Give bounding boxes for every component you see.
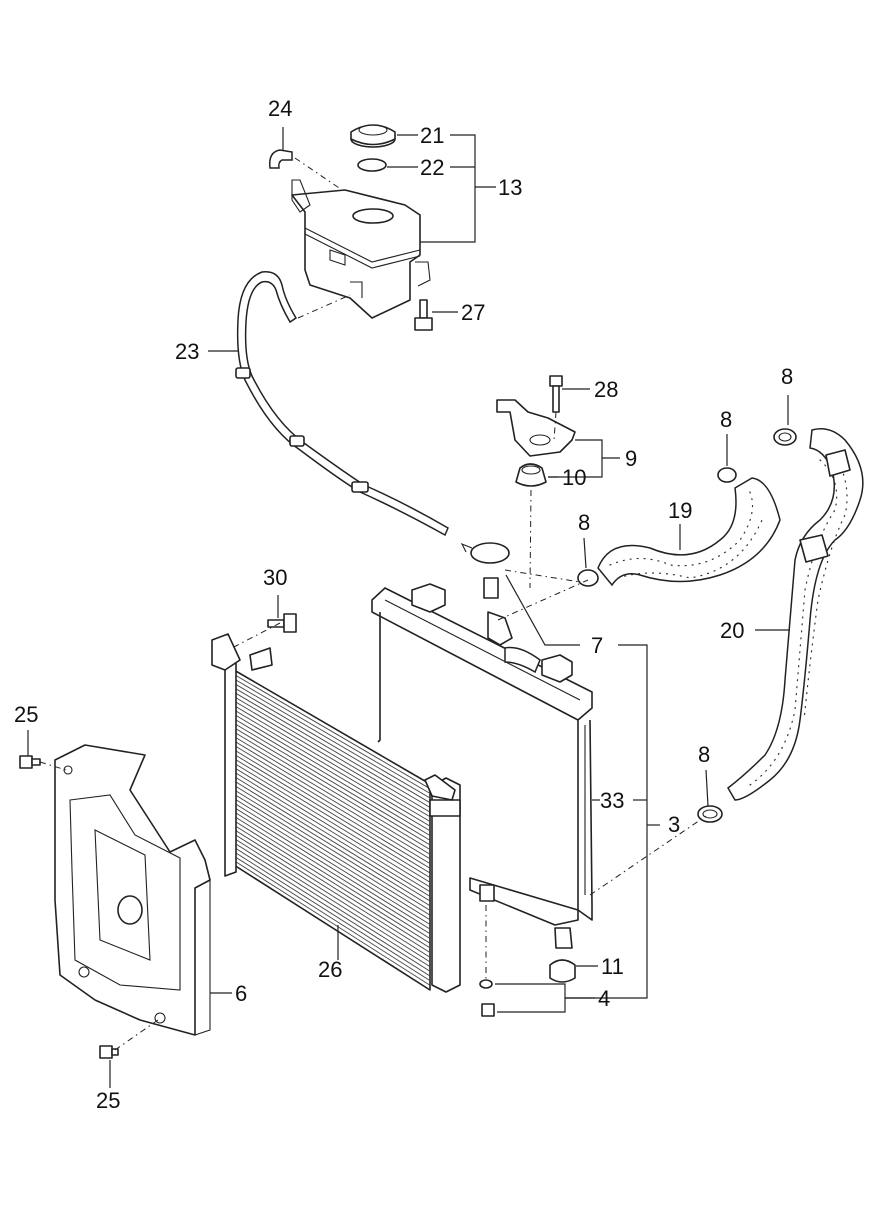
callout-25-upper: 25	[14, 702, 38, 727]
condenser-fin	[233, 749, 431, 869]
condenser-fin	[233, 767, 431, 888]
callout-26: 26	[318, 957, 342, 982]
radiator	[371, 583, 593, 949]
callout-6: 6	[235, 981, 247, 1006]
condenser-fin	[233, 793, 431, 916]
callout-28: 28	[594, 377, 618, 402]
drain-plug	[479, 979, 495, 1017]
callout-30: 30	[263, 565, 287, 590]
air-guard-bolt-upper	[19, 755, 41, 769]
condenser-fin	[233, 718, 431, 836]
condenser-fin	[233, 815, 431, 939]
callout-33: 33	[600, 788, 624, 813]
condenser-fin	[233, 829, 431, 953]
callout-13: 13	[498, 175, 522, 200]
condenser-fin	[233, 833, 431, 958]
condenser-fin	[233, 762, 431, 883]
condenser-fin	[233, 784, 431, 907]
overflow-hose	[235, 271, 449, 537]
condenser-fin	[233, 691, 431, 808]
coolant-reservoir-tank	[291, 179, 431, 319]
condenser-fin	[233, 709, 431, 827]
callout-20: 20	[720, 618, 744, 643]
condenser-fin	[233, 753, 431, 874]
callout-11: 11	[601, 954, 624, 979]
callout-27: 27	[461, 300, 485, 325]
radiator-cap	[460, 542, 510, 599]
callout-23: 23	[175, 339, 199, 364]
upper-insulator	[515, 463, 547, 487]
callout-8-lower: 8	[698, 742, 710, 767]
radiator-mounting-bracket	[496, 399, 576, 457]
callout-7: 7	[591, 633, 603, 658]
condenser-fin	[233, 674, 431, 790]
condenser-fin	[233, 731, 431, 850]
condenser-fin	[233, 736, 431, 855]
condenser-fin	[233, 682, 431, 799]
condenser-fin	[233, 700, 431, 818]
condenser-bolt	[267, 613, 297, 633]
hose-clamp-b	[717, 467, 737, 483]
condenser-fin	[233, 727, 431, 846]
air-guard-panel	[54, 744, 211, 1036]
hose-clamp-d	[697, 805, 723, 823]
callout-10: 10	[562, 465, 586, 490]
condenser-fin	[233, 860, 431, 986]
condenser-fin	[233, 678, 431, 794]
condenser-fin	[233, 713, 431, 832]
callout-8-upper-right: 8	[781, 364, 793, 389]
hose-clamp-a	[773, 428, 797, 446]
condenser-fin	[233, 846, 431, 972]
condenser-fin	[233, 744, 431, 864]
callout-21: 21	[420, 123, 444, 148]
callout-leaders	[27, 127, 790, 1088]
upper-radiator-hose	[597, 477, 781, 587]
callout-24: 24	[268, 96, 292, 121]
condenser-fin	[233, 696, 431, 813]
condenser-fin	[233, 776, 431, 897]
condenser-fin	[233, 798, 431, 921]
callout-3: 3	[668, 812, 680, 837]
condenser	[211, 633, 461, 993]
reservoir-vent-hose	[268, 149, 293, 169]
reservoir-bolt	[414, 299, 433, 331]
callout-labels: 24 21 22 13 27 23 28 9 10 8 8 8 19 20 30…	[14, 96, 793, 1113]
condenser-fin	[233, 851, 431, 977]
condenser-fin	[233, 802, 431, 925]
callout-4: 4	[598, 986, 610, 1011]
callout-22: 22	[420, 155, 444, 180]
callout-25-lower: 25	[96, 1088, 120, 1113]
callout-9: 9	[625, 446, 637, 471]
condenser-fin	[233, 687, 431, 804]
reservoir-cap-seal	[357, 158, 387, 172]
condenser-fin	[233, 705, 431, 822]
callout-19: 19	[668, 498, 692, 523]
callout-8-upper-hose-start: 8	[578, 510, 590, 535]
condenser-fin	[233, 811, 431, 935]
condenser-fin	[233, 740, 431, 860]
condenser-fin	[233, 824, 431, 949]
callout-8-upper-hose-end: 8	[720, 407, 732, 432]
condenser-fin	[233, 789, 431, 911]
condenser-fin	[233, 780, 431, 902]
condenser-fin	[233, 855, 431, 981]
bracket-bolt	[549, 375, 563, 413]
condenser-fin	[233, 758, 431, 878]
lower-insulator	[549, 959, 576, 983]
assembly-lines	[39, 157, 707, 1051]
air-guard-bolt-lower	[99, 1045, 119, 1059]
condenser-fin	[233, 771, 431, 893]
condenser-fin	[233, 807, 431, 930]
condenser-fin	[233, 838, 431, 963]
condenser-fin	[233, 722, 431, 841]
reservoir-cap	[350, 124, 396, 148]
lower-radiator-hose	[727, 428, 864, 801]
condenser-fin	[233, 820, 431, 944]
condenser-fin	[233, 842, 431, 967]
hose-clamp-c	[577, 569, 599, 587]
